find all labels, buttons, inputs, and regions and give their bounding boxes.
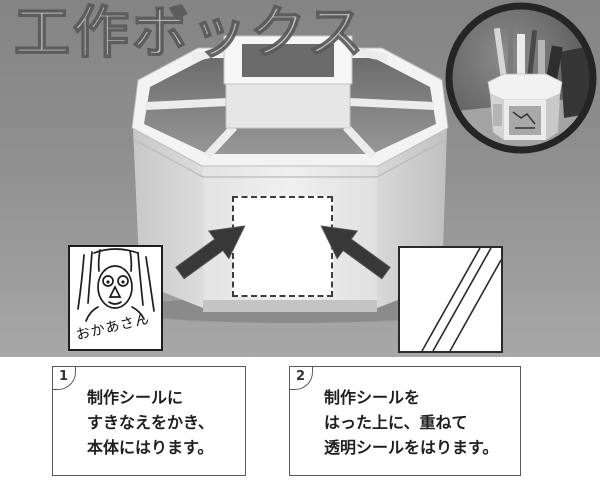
step-line: 透明シールをはります。: [324, 438, 499, 457]
drawing-sticker: おかあさん: [68, 245, 163, 351]
step-line: 本体にはります。: [87, 438, 214, 457]
inset-photo: [451, 8, 591, 148]
box-rim-edge: [132, 138, 448, 178]
arrow-icon: [175, 225, 246, 280]
box-partitions: [145, 46, 435, 159]
step-line: すきなえをかき、: [87, 413, 214, 432]
product-photo: 工作ボックス: [0, 0, 600, 357]
step-number: 2: [290, 367, 313, 390]
step-2: 2 制作シールを はった上に、重ねて 透明シールをはります。: [289, 366, 521, 476]
step-line: 制作シールを: [324, 388, 421, 407]
step-text: 制作シールを はった上に、重ねて 透明シールをはります。: [324, 385, 498, 460]
inset-box: [487, 73, 563, 140]
arrows: [175, 225, 391, 280]
page-title: 工作ボックス: [13, 1, 367, 66]
center-tube: [223, 35, 353, 129]
step-line: はった上に、重ねて: [324, 413, 468, 432]
box-base: [203, 300, 377, 312]
inset-frame: [445, 2, 597, 154]
transparent-sticker: [398, 246, 503, 353]
step-text: 制作シールに すきなえをかき、 本体にはります。: [87, 385, 214, 460]
step-number: 1: [53, 367, 76, 390]
step-1: 1 制作シールに すきなえをかき、 本体にはります。: [52, 366, 246, 476]
child-drawing: [77, 248, 155, 322]
arrow-icon: [320, 225, 391, 280]
transparent-sticker-lines: [421, 248, 501, 351]
step-line: 制作シールに: [87, 388, 184, 407]
sticker-placement-area: [232, 196, 333, 297]
